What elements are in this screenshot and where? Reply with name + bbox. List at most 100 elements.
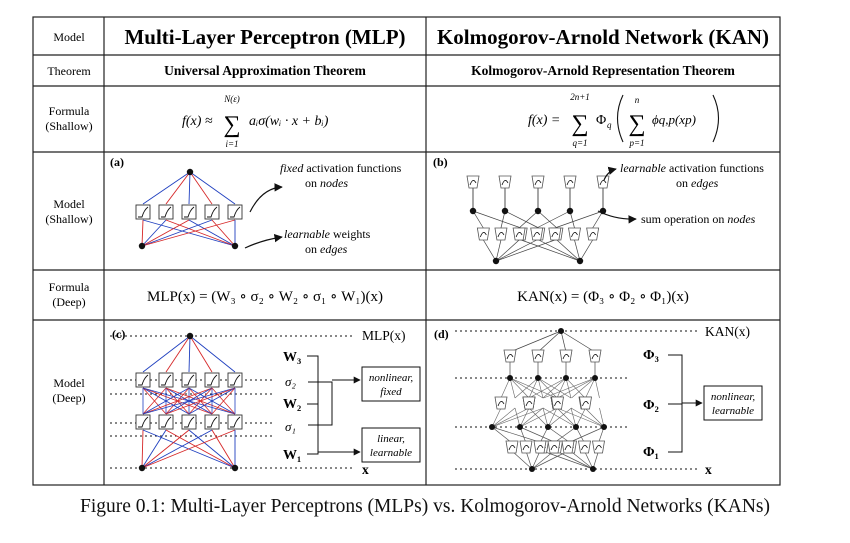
edge [531,450,569,470]
activation-curve [564,445,572,451]
kan-shallow-inner-upper: n [635,95,640,105]
kan-deep-formula: KAN(x) = (Φ₃ ∘ Φ₂ ∘ Φ₁)(x) [517,289,689,305]
row-label-theorem: Theorem [47,64,91,78]
activation-curve [534,180,542,186]
figure-caption: Figure 0.1: Multi-Layer Perceptrons (MLP… [80,496,770,517]
edge [575,426,585,444]
kan-shallow-upper: 2n+1 [570,92,590,102]
edge [531,450,541,470]
activation-curve [591,354,599,360]
row-label-model-shallow-1: Model [53,197,85,211]
panel-a-edges [141,171,236,247]
kan-shallow-lhs: f(x) = [528,113,560,128]
edge [537,210,558,229]
edge [570,407,605,428]
panel-a-arrow2 [244,233,283,249]
activation-curve [566,180,574,186]
activation-curve [508,445,516,451]
row-label-model-shallow-2: (Shallow) [45,212,92,226]
mlp-shallow-upper: N(ε) [223,94,240,104]
activation-curve [230,416,241,428]
edge [495,239,520,262]
kan-shallow-inner-sum: ∑ [628,111,645,137]
panel-b-arrow2 [597,210,637,224]
input-node [138,242,146,250]
panel-c-w2: W₂ [283,397,301,412]
sum-node [507,375,513,381]
panel-c-tag: (c) [112,327,125,341]
edge [525,450,533,470]
edge [553,426,577,444]
learnable-activation-phi3 [503,349,517,363]
panel-c-top-label: MLP(x) [362,328,406,343]
sum-node [545,424,551,430]
learnable-activation-top [563,175,577,189]
learnable-activation-bottom [494,227,508,241]
learnable-activation-phi1 [547,440,561,454]
edge-bottom [188,219,236,247]
edge [472,210,484,229]
edge-bottom [211,219,236,247]
edge-bottom [141,219,167,247]
kan-shallow-outer-sub: q [607,120,612,130]
panel-c-box-linear [361,427,421,463]
edge [556,377,567,399]
edge [537,330,562,353]
edge [592,450,599,470]
edge-w2 [142,387,236,415]
edge [509,377,530,399]
edge [542,450,594,470]
panel-d-box [703,385,763,421]
edge-w3 [142,335,191,373]
mlp-deep-formula: MLP(x) = (W₃ ∘ σ₂ ∘ W₂ ∘ σ₁ ∘ W₁)(x) [147,289,383,305]
edge [543,377,596,399]
right-paren [712,94,720,143]
edge-w3 [165,335,191,373]
panel-b-note1: learnable activation functions [620,161,764,175]
edge [557,377,596,399]
sum-node [469,207,477,215]
activation-curve [551,232,559,238]
learnable-activation-phi1 [578,440,591,454]
panel-c-s1: σ₁ [285,419,296,434]
panel-d-phi2: Φ₂ [643,398,659,413]
table-grid [32,16,781,486]
activation-curve [207,206,218,218]
activation-curve [184,206,195,218]
edge [547,407,572,428]
activation-curve [469,180,477,186]
edge [575,407,586,428]
left-paren [616,94,624,143]
panel-a-activation-boxes [135,204,243,220]
panel-b-tag: (b) [433,155,448,169]
panel-b-note2: sum operation on nodes [641,212,756,226]
panel-b-note1-line2: on edges [676,176,719,190]
activation-curve [554,401,561,407]
activation-curve [230,374,241,386]
edge [521,239,581,262]
kan-shallow-formula: f(x) = 2n+1 ∑ q=1 Φ q n ∑ p=1 ϕq,p(xp) [528,92,720,148]
activation-curve [501,180,509,186]
panel-d-bottom-label: x [705,462,712,477]
panel-a-note1-line2: on nodes [305,176,348,190]
activation-curve [479,232,487,238]
input-node [231,242,239,250]
edge [536,210,571,229]
edge-top [189,171,213,205]
output-node [186,168,194,176]
activation-curve [184,416,195,428]
mlp-theorem: Universal Approximation Theorem [164,63,367,78]
edge [495,239,537,262]
input-node [590,466,596,472]
activation-curve [161,416,172,428]
learnable-activation-bottom [476,227,490,241]
edge [584,407,605,428]
kan-title: Kolmogorov-Arnold Network (KAN) [437,25,769,49]
edge [570,450,594,470]
edge [571,377,596,399]
edge [556,407,577,428]
edge [570,407,577,428]
output-node [186,332,194,340]
edge-top [142,171,191,205]
row-label-model-deep-2: (Deep) [52,391,85,405]
